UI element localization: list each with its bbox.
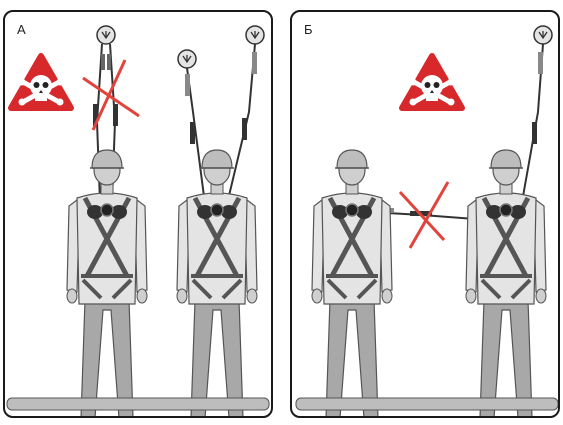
ground: [296, 398, 558, 410]
anchor-point-icon: [97, 26, 115, 44]
worker-figure: [177, 150, 257, 418]
anchor-point-icon: [534, 26, 552, 44]
worker-figure: [466, 150, 546, 418]
skull-crossbones-warning-icon: [11, 56, 71, 108]
panel-b-drawing: [292, 12, 560, 418]
skull-crossbones-warning-icon: [402, 56, 462, 108]
anchor-point-icon: [246, 26, 264, 44]
panel-a: А: [3, 10, 273, 418]
anchor-point-icon: [178, 50, 196, 68]
panel-b: Б: [290, 10, 560, 418]
ground: [7, 398, 269, 410]
worker-figure: [312, 150, 392, 418]
worker-figure: [67, 150, 147, 418]
panel-a-drawing: [5, 12, 273, 418]
